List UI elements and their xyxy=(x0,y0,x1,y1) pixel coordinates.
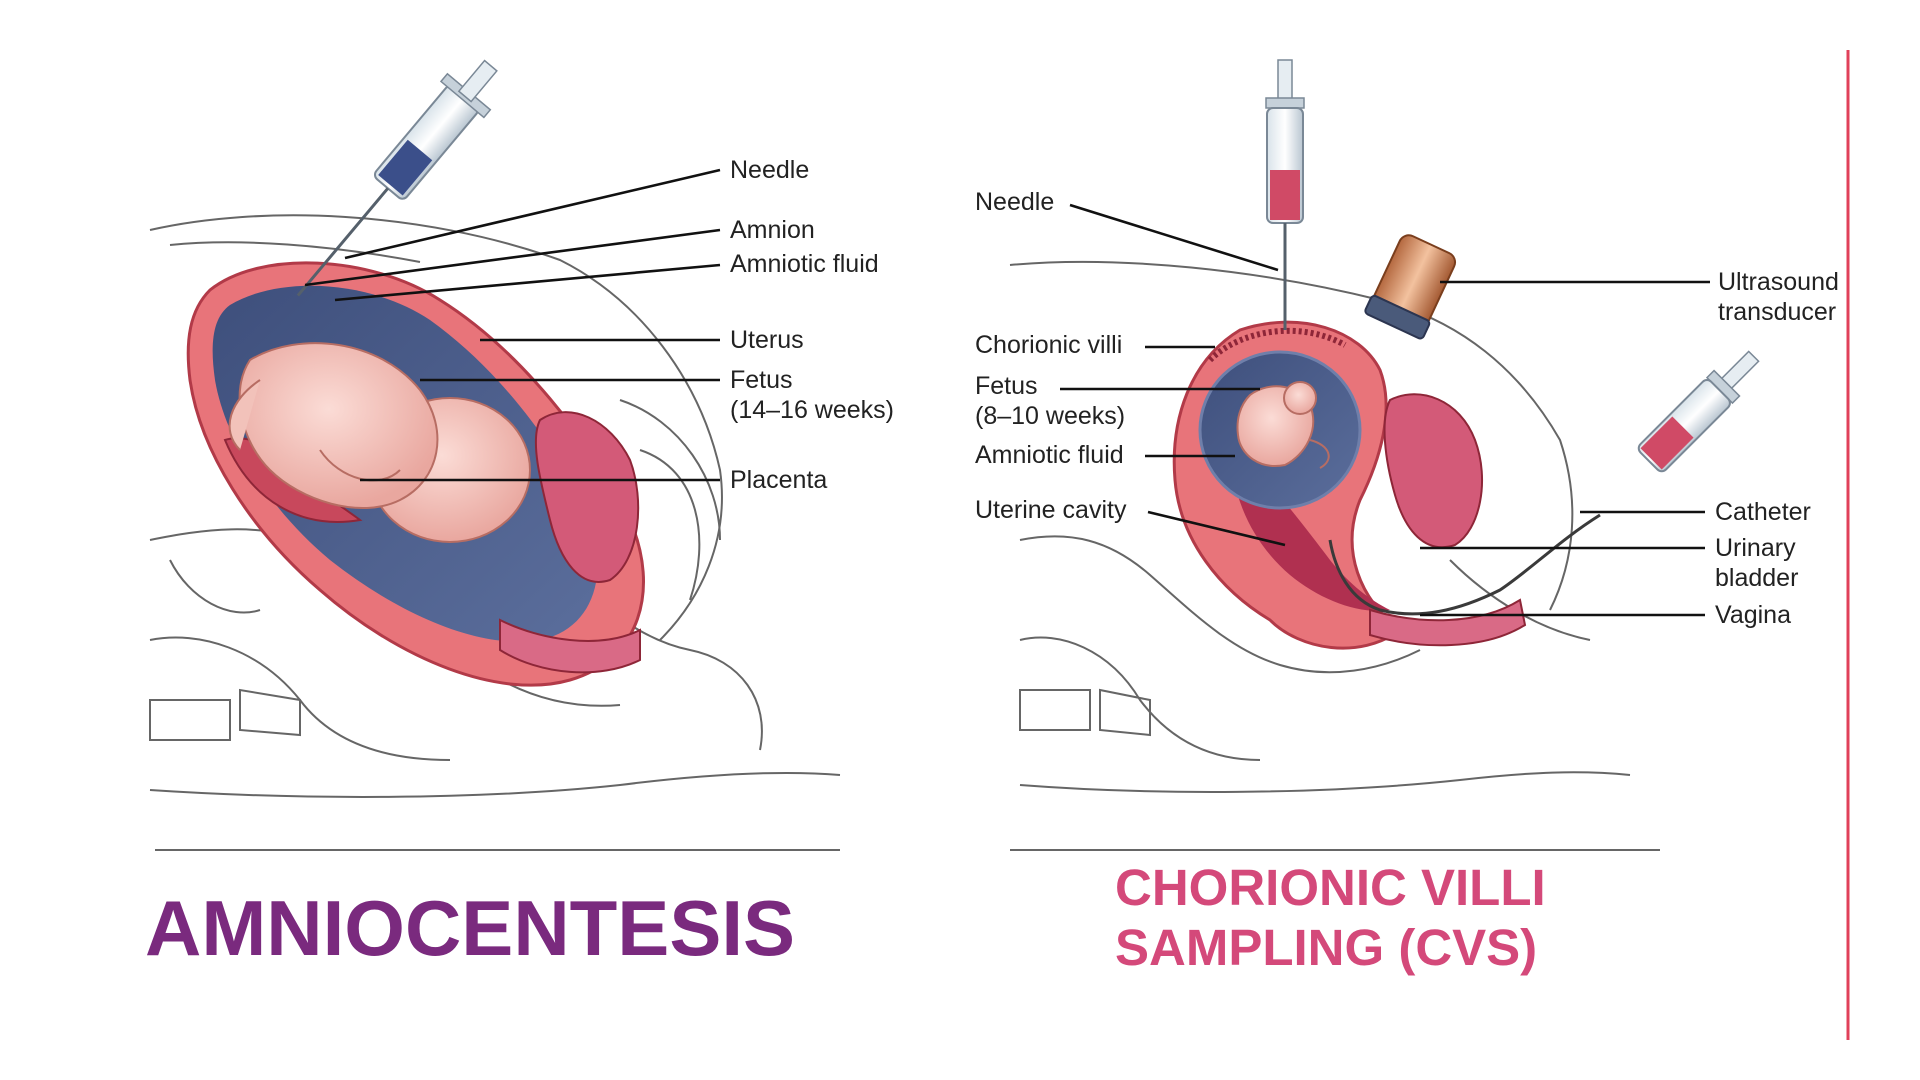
cvs-title-line-2: SAMPLING (CVS) xyxy=(1115,919,1537,976)
amnio-label-fetus: Fetus xyxy=(730,366,793,394)
cvs-catheter-line xyxy=(1328,513,1601,616)
cvs-label-bladder-2: bladder xyxy=(1715,564,1798,592)
cvs-top-syringe xyxy=(1265,59,1305,330)
cvs-body-outline xyxy=(1009,260,1660,851)
amnio-title: AMNIOCENTESIS xyxy=(145,884,795,972)
amnio-label-amnion: Amnion xyxy=(730,216,815,244)
cvs-bladder xyxy=(1383,393,1484,549)
amnio-amnion-leader xyxy=(304,228,721,287)
amniocentesis-panel: Needle Amnion Amniotic fluid Uterus Fetu… xyxy=(145,59,894,972)
cvs-title-line-1: CHORIONIC VILLI xyxy=(1115,859,1546,916)
cvs-label-needle: Needle xyxy=(975,188,1054,216)
cvs-label-vagina: Vagina xyxy=(1715,601,1791,629)
amnio-label-placenta: Placenta xyxy=(730,466,827,494)
cvs-label-catheter: Catheter xyxy=(1715,498,1811,526)
amnio-bladder xyxy=(534,411,640,583)
cvs-label-ultrasound-2: transducer xyxy=(1718,298,1836,326)
cvs-label-amniotic-fluid: Amniotic fluid xyxy=(975,441,1124,469)
cvs-chorionic-villi xyxy=(1207,327,1347,363)
cvs-label-bladder-1: Urinary xyxy=(1715,534,1796,562)
cvs-label-chorionic-villi: Chorionic villi xyxy=(975,331,1122,359)
cvs-label-uterine-cavity: Uterine cavity xyxy=(975,496,1127,524)
amnio-vagina xyxy=(499,618,641,674)
cvs-label-ultrasound-1: Ultrasound xyxy=(1718,268,1839,296)
cvs-vagina xyxy=(1369,598,1527,647)
cvs-cavity-leader xyxy=(1147,510,1286,547)
amnio-body-outline xyxy=(149,214,841,851)
cvs-ultrasound-transducer xyxy=(1364,234,1457,340)
amnio-fluid-leader xyxy=(334,263,721,302)
cvs-label-fetus: Fetus xyxy=(975,372,1038,400)
cvs-panel: Needle Chorionic villi Fetus (8–10 weeks… xyxy=(975,59,1839,976)
amnio-label-needle: Needle xyxy=(730,156,809,184)
amnio-label-uterus: Uterus xyxy=(730,326,804,354)
cvs-catheter-syringe xyxy=(1637,350,1760,473)
amnio-label-amniotic-fluid: Amniotic fluid xyxy=(730,250,879,278)
cvs-fetus xyxy=(1236,381,1330,469)
cvs-needle-leader xyxy=(1069,203,1279,272)
amnio-label-fetus-age: (14–16 weeks) xyxy=(730,396,894,424)
amnio-needle-leader xyxy=(344,168,721,260)
cvs-label-fetus-age: (8–10 weeks) xyxy=(975,402,1125,430)
amnio-fetus xyxy=(228,342,531,543)
amnio-syringe xyxy=(296,59,498,297)
